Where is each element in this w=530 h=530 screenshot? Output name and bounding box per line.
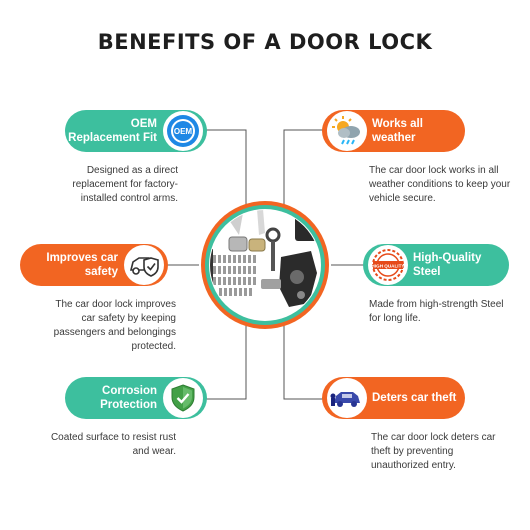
page-title: BENEFITS OF A DOOR LOCK bbox=[97, 30, 433, 54]
benefit-steel-pill: HIGH QUALITY High-Quality Steel bbox=[363, 244, 509, 286]
benefit-corrosion-pill: Corrosion Protection bbox=[65, 377, 207, 419]
benefit-steel-label: High-Quality Steel bbox=[413, 252, 482, 278]
connector-weather bbox=[283, 129, 330, 205]
high-quality-stamp-icon: HIGH QUALITY bbox=[368, 245, 408, 285]
shield-check-icon bbox=[163, 378, 203, 418]
benefit-safety-description: The car door lock improves car safety by… bbox=[53, 299, 176, 352]
product-image bbox=[199, 199, 331, 331]
car-thief-icon bbox=[327, 378, 367, 418]
benefit-weather-label: Works all weather bbox=[372, 118, 423, 144]
benefit-corrosion-label: Corrosion Protection bbox=[100, 385, 157, 411]
weather-icon bbox=[327, 111, 367, 151]
benefit-steel-description: Made from high-strength Steel for long l… bbox=[369, 299, 504, 324]
high-quality-stamp-text: HIGH QUALITY bbox=[372, 264, 405, 269]
benefit-oem-pill: OEM Replacement Fit OEM bbox=[65, 110, 207, 152]
benefit-weather-description: The car door lock works in all weather c… bbox=[369, 165, 511, 204]
connector-theft bbox=[283, 325, 330, 400]
connector-corrosion bbox=[200, 325, 247, 400]
car-shield-icon bbox=[124, 245, 164, 285]
benefit-safety-pill: Improves car safety bbox=[20, 244, 168, 286]
benefit-safety-label: Improves car safety bbox=[46, 252, 118, 278]
oem-badge-text: OEM bbox=[174, 127, 193, 136]
benefit-weather-pill: Works all weather bbox=[322, 110, 465, 152]
benefit-theft-description: The car door lock deters car theft by pr… bbox=[371, 432, 496, 471]
oem-badge-icon: OEM bbox=[163, 111, 203, 151]
benefit-oem-description: Designed as a direct replacement for fac… bbox=[72, 165, 178, 204]
benefit-corrosion-description: Coated surface to resist rust and wear. bbox=[50, 432, 176, 457]
connector-oem bbox=[200, 129, 247, 205]
benefit-theft-pill: Deters car theft bbox=[322, 377, 465, 419]
benefit-oem-label: OEM Replacement Fit bbox=[68, 118, 157, 144]
benefit-theft-label: Deters car theft bbox=[372, 392, 457, 404]
